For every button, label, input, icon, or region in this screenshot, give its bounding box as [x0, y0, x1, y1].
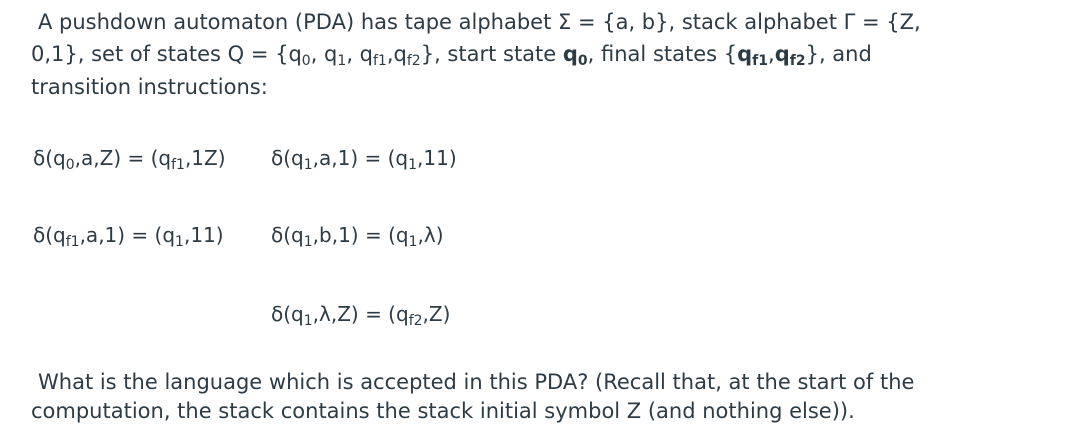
transition-2: δ(q1,a,1) = (q1,11) [271, 144, 457, 172]
question-line-1: What is the language which is accepted i… [38, 370, 915, 394]
transition-text: ,11) [417, 146, 457, 170]
problem-intro: A pushdown automaton (PDA) has tape alph… [31, 6, 1071, 103]
transition-text: ,λ) [417, 223, 444, 247]
transition-text: δ(q [271, 223, 304, 247]
transition-text: ,a,1) = (q [79, 223, 176, 247]
intro-text: , final states { [587, 42, 738, 66]
transition-4: δ(q1,b,1) = (q1,λ) [271, 221, 444, 249]
subscript: f1 [171, 157, 185, 173]
transition-text: ,11) [183, 223, 224, 247]
intro-text: , [768, 42, 775, 66]
transition-text: ,1Z) [184, 146, 226, 170]
intro-line-2: 0,1}, set of states Q = {q0, q1, qf1,qf2… [31, 38, 1071, 70]
transition-text: δ(q [33, 146, 66, 170]
transition-text: ,λ,Z) = (q [312, 302, 409, 326]
transition-text: ,a,Z) = (q [74, 146, 172, 170]
question-text: What is the language which is accepted i… [31, 368, 1071, 426]
transition-3: δ(qf1,a,1) = (q1,11) [33, 221, 224, 249]
subscript: 1 [303, 157, 313, 173]
transition-5: δ(q1,λ,Z) = (qf2,Z) [271, 300, 450, 328]
transition-text: δ(q [271, 302, 304, 326]
subscript: 1 [408, 157, 418, 173]
subscript: 1 [408, 234, 418, 250]
transition-text: δ(q [271, 146, 304, 170]
subscript: 1 [337, 53, 347, 69]
transition-text: ,a,1) = (q [312, 146, 409, 170]
subscript: 1 [303, 234, 313, 250]
subscript: f2 [789, 53, 806, 69]
subscript: 0 [577, 53, 588, 69]
transition-text: ,b,1) = (q [312, 223, 409, 247]
intro-text: 0,1}, set of states Q = {q [31, 42, 302, 66]
subscript: 0 [301, 53, 311, 69]
intro-text: , q [346, 42, 373, 66]
intro-text: , q [310, 42, 338, 66]
subscript: f2 [408, 313, 423, 329]
start-state: q [562, 42, 578, 66]
subscript: f1 [65, 234, 80, 250]
question-line-2: computation, the stack contains the stac… [31, 399, 855, 423]
intro-line-3: transition instructions: [31, 75, 268, 99]
final-state: q [737, 42, 753, 66]
intro-line-1: A pushdown automaton (PDA) has tape alph… [38, 10, 921, 34]
transition-text: δ(q [33, 223, 66, 247]
subscript: f1 [373, 53, 387, 69]
subscript: f2 [406, 53, 421, 69]
intro-text: }, and [805, 42, 872, 66]
intro-text: }, start state [420, 42, 563, 66]
subscript: 1 [303, 313, 313, 329]
transition-1: δ(q0,a,Z) = (qf1,1Z) [33, 144, 226, 172]
transition-text: ,Z) [422, 302, 451, 326]
subscript: f1 [752, 53, 769, 69]
subscript: 0 [65, 157, 75, 173]
final-state: q [774, 42, 790, 66]
intro-text: ,q [386, 42, 407, 66]
subscript: 1 [175, 234, 184, 250]
